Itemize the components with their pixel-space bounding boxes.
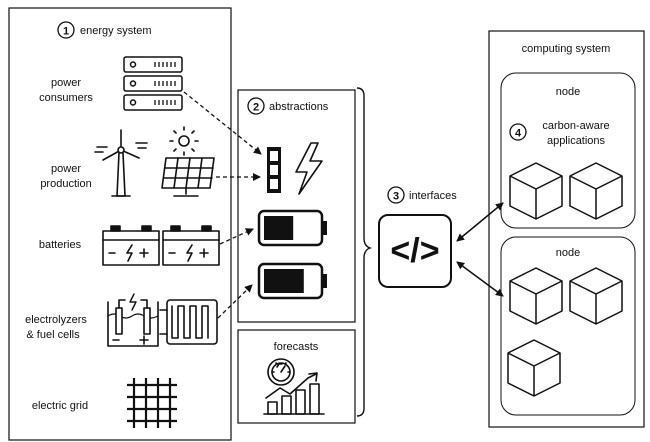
abstract-fuel-storage-icon bbox=[257, 262, 327, 300]
computing-system-panel: computing system node 4 carbon-aware app… bbox=[488, 30, 645, 428]
application-cube-icon bbox=[509, 267, 563, 325]
forecast-gauge-chart-icon bbox=[263, 358, 325, 415]
interface-node2-connector bbox=[456, 261, 504, 297]
electrolyzers-label-line1: electrolyzers bbox=[25, 314, 87, 326]
physical-batteries-icon bbox=[102, 225, 220, 266]
forecasts-title: forecasts bbox=[274, 341, 319, 353]
electric-grid-icon bbox=[127, 378, 177, 428]
application-cube-icon bbox=[509, 162, 563, 220]
application-cube-icon bbox=[569, 267, 623, 325]
forecasts-panel: forecasts bbox=[237, 329, 356, 424]
fuel-cell-icon bbox=[159, 299, 218, 345]
applications-number-badge bbox=[509, 123, 527, 141]
code-icon: </> bbox=[390, 232, 439, 270]
lightning-icon bbox=[295, 142, 323, 195]
interface-node1-connector bbox=[456, 202, 504, 242]
abstractions-number: 2 bbox=[253, 102, 259, 114]
compute-node-2: node bbox=[500, 236, 636, 416]
grouping-brace bbox=[356, 87, 373, 417]
consumers-to-power-connector bbox=[183, 91, 262, 155]
electric-grid-label: electric grid bbox=[32, 400, 88, 412]
applications-number: 4 bbox=[515, 128, 522, 140]
batteries-label: batteries bbox=[39, 239, 82, 251]
abstract-battery-icon bbox=[257, 209, 327, 247]
energy-system-number: 1 bbox=[63, 26, 69, 38]
abstract-battery-charge-fill bbox=[264, 216, 294, 240]
interfaces-number: 3 bbox=[393, 191, 399, 203]
power-consumers-label-line2: consumers bbox=[39, 92, 93, 104]
interfaces-block: 3 interfaces </> bbox=[378, 186, 457, 288]
interface-node-connectors bbox=[456, 202, 504, 297]
node-2-title: node bbox=[556, 247, 580, 259]
wind-turbine-icon bbox=[94, 129, 148, 197]
interfaces-number-badge bbox=[387, 186, 405, 204]
compute-node-1: node 4 carbon-aware applications bbox=[500, 72, 636, 229]
energy-system-panel: 1 energy system power consumers power pr… bbox=[8, 7, 232, 441]
energy-abstraction-connectors bbox=[183, 91, 262, 319]
power-consumers-label-line1: power bbox=[51, 77, 81, 89]
abstractions-number-badge bbox=[247, 97, 265, 115]
node-1-title: node bbox=[556, 86, 580, 98]
carbon-aware-apps-label-line1: carbon-aware bbox=[542, 120, 609, 132]
abstractions-title: abstractions bbox=[269, 101, 329, 113]
electrolyzers-label-line2: & fuel cells bbox=[26, 329, 80, 341]
abstract-fuel-storage-charge-fill bbox=[264, 269, 304, 293]
energy-system-title: energy system bbox=[80, 25, 152, 37]
power-production-label-line1: power bbox=[51, 163, 81, 175]
energy-system-number-badge bbox=[57, 21, 75, 39]
interfaces-api-box bbox=[378, 214, 452, 288]
computing-system-title: computing system bbox=[522, 43, 611, 55]
carbon-aware-apps-label-line2: applications bbox=[547, 135, 606, 147]
abstractions-panel: 2 abstractions bbox=[237, 89, 356, 323]
application-cube-icon bbox=[507, 339, 561, 397]
solar-panel-icon bbox=[161, 126, 215, 197]
power-level-icon bbox=[267, 147, 281, 193]
power-production-label-line2: production bbox=[40, 178, 91, 190]
electrolyzers-to-storage-connector bbox=[217, 284, 253, 319]
batteries-to-battery-connector bbox=[219, 228, 254, 245]
server-rack-icon bbox=[123, 56, 183, 111]
application-cube-icon bbox=[569, 162, 623, 220]
electrolyzer-icon bbox=[107, 293, 159, 347]
interfaces-title: interfaces bbox=[409, 190, 457, 202]
